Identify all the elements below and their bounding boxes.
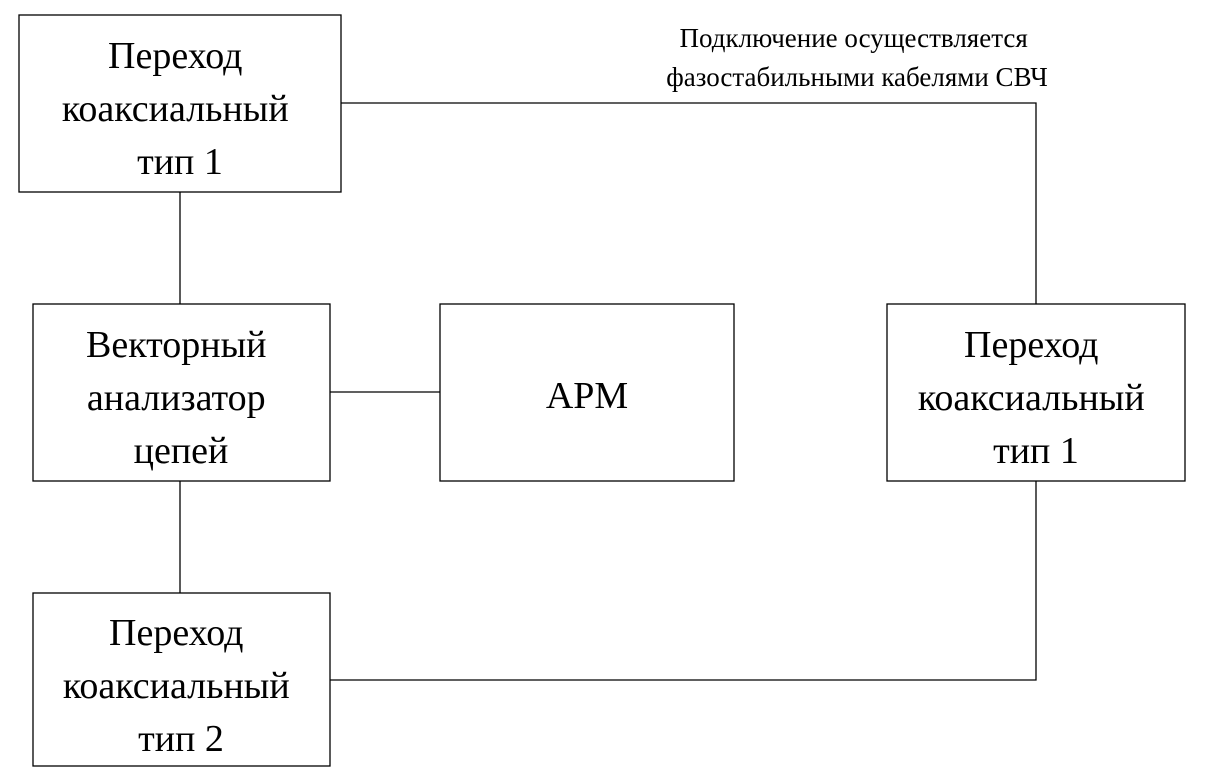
block-transition-top-line-2: коаксиальный bbox=[62, 88, 289, 130]
block-transition-right-line-1: Переход bbox=[964, 324, 1098, 366]
cable-note: Подключение осуществляется фазостабильны… bbox=[666, 23, 1048, 92]
block-transition-bottom: Переход коаксиальный тип 2 bbox=[32, 592, 331, 767]
block-vna-line-3: цепей bbox=[134, 430, 229, 472]
block-transition-top-label: Переход коаксиальный тип 1 bbox=[62, 35, 298, 183]
block-transition-top-frame bbox=[18, 14, 342, 193]
block-transition-right-line-2: коаксиальный bbox=[918, 377, 1145, 419]
block-vna: Векторный анализатор цепей bbox=[32, 303, 331, 482]
block-arm-line-1: АРМ bbox=[546, 375, 628, 417]
cable-transition-right-to-transition-bottom bbox=[330, 481, 1037, 681]
block-transition-top-line-3: тип 1 bbox=[137, 141, 223, 183]
block-vna-line-1: Векторный bbox=[86, 324, 266, 366]
block-vna-label: Векторный анализатор цепей bbox=[86, 324, 276, 472]
block-arm-frame bbox=[439, 303, 735, 482]
block-transition-top-line-1: Переход bbox=[108, 35, 242, 77]
block-transition-bottom-line-3: тип 2 bbox=[138, 718, 224, 760]
block-transition-bottom-line-1: Переход bbox=[109, 612, 243, 654]
block-transition-right-frame bbox=[886, 303, 1186, 482]
block-transition-bottom-frame bbox=[32, 592, 331, 767]
block-vna-line-2: анализатор bbox=[87, 377, 266, 419]
block-transition-bottom-line-2: коаксиальный bbox=[63, 665, 290, 707]
block-arm-label: АРМ bbox=[546, 375, 628, 417]
block-transition-top: Переход коаксиальный тип 1 bbox=[18, 14, 342, 193]
block-arm: АРМ bbox=[439, 303, 735, 482]
cable-note-line-2: фазостабильными кабелями СВЧ bbox=[666, 62, 1048, 92]
block-vna-frame bbox=[32, 303, 331, 482]
block-transition-bottom-label: Переход коаксиальный тип 2 bbox=[63, 612, 299, 760]
block-transition-right-label: Переход коаксиальный тип 1 bbox=[918, 324, 1154, 472]
cable-note-line-1: Подключение осуществляется bbox=[680, 23, 1028, 53]
block-transition-right: Переход коаксиальный тип 1 bbox=[886, 303, 1186, 482]
block-transition-right-line-3: тип 1 bbox=[993, 430, 1079, 472]
cable-transition-top-to-transition-right bbox=[341, 102, 1037, 304]
